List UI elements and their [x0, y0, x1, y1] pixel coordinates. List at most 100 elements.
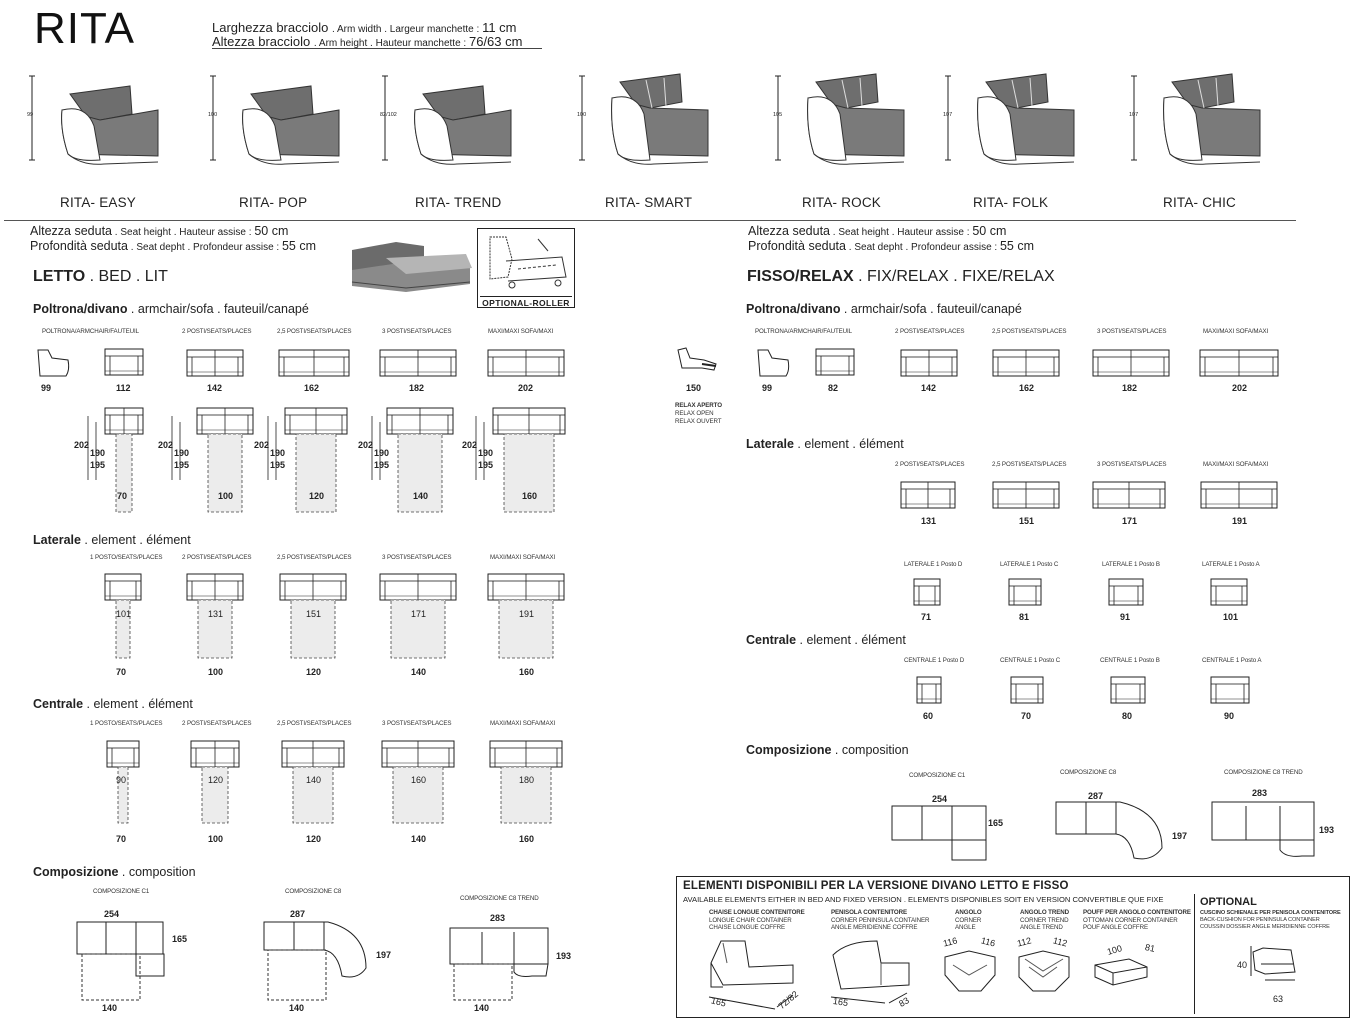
left-bed-3	[386, 407, 454, 513]
right-armchair-width-4: 182	[1122, 383, 1138, 393]
elements-subtitle: AVAILABLE ELEMENTS EITHER IN BED AND FIX…	[683, 895, 1164, 904]
right-armchair-col-1: 2 POSTI/SEATS/PLACES	[895, 328, 965, 335]
right-c8-top: 287	[1088, 791, 1104, 801]
optional-roller-box: OPTIONAL-ROLLER	[477, 228, 575, 308]
sofa-bed-photo	[346, 232, 474, 294]
right-c1-side: 165	[988, 818, 1004, 828]
model-4-height: 105	[773, 112, 783, 118]
left-armchair-col-4: MAXI/MAXI SOFA/MAXI	[488, 328, 554, 335]
left-bed-4	[492, 407, 566, 513]
element-0-line-2: CHAISE LONGUE COFFRE	[709, 924, 786, 931]
left-bed-d0-1: 202	[158, 440, 174, 450]
left-centrale-col-0: 1 POSTO/SEATS/PLACES	[90, 720, 163, 727]
model-0-height: 99	[27, 112, 34, 118]
model-4-drawing	[775, 73, 905, 165]
model-3-name: RITA- SMART	[605, 195, 693, 210]
element-1-name: PENISOLA CONTENITORE	[831, 909, 908, 916]
right-laterale-width-0: 131	[921, 516, 937, 526]
right-laterale-col-0: 2 POSTI/SEATS/PLACES	[895, 461, 965, 468]
model-2-name: RITA- TREND	[415, 195, 502, 210]
left-laterale-title: Laterale . element . élément	[33, 533, 191, 547]
left-bed-d2-3: 195	[374, 460, 390, 470]
left-bed-width-0: 70	[117, 491, 128, 501]
model-4-name: RITA- ROCK	[802, 195, 881, 210]
right-laterale1-col-0: LATERALE 1 Posto D	[904, 561, 963, 568]
right-sofa-maxi	[1199, 349, 1279, 377]
right-laterale1-width-1: 81	[1019, 612, 1030, 622]
left-laterale-width-1: 100	[208, 667, 224, 677]
model-5-name: RITA- FOLK	[973, 195, 1049, 210]
left-bed-d0-3: 202	[358, 440, 374, 450]
left-comp-name-2: COMPOSIZIONE C8 TREND	[460, 895, 539, 902]
left-centrale-col-4: MAXI/MAXI SOFA/MAXI	[490, 720, 556, 727]
right-c1-top: 254	[932, 794, 948, 804]
left-centrale-inner-0: 90	[116, 775, 127, 785]
left-laterale-width-4: 160	[519, 667, 535, 677]
right-centrale-col-0: CENTRALE 1 Posto D	[904, 657, 965, 664]
model-5-height: 107	[943, 112, 953, 118]
right-laterale-title: Laterale . element . élément	[746, 437, 904, 451]
left-armchair-col-1: 2 POSTI/SEATS/PLACES	[182, 328, 252, 335]
right-centrale-1	[1010, 676, 1044, 704]
right-section-title: FISSO/RELAX . FIX/RELAX . FIXE/RELAX	[747, 268, 1055, 285]
right-laterale-width-1: 151	[1019, 516, 1035, 526]
left-comp-rest: . composition	[118, 865, 196, 879]
right-comp-name-0: COMPOSIZIONE C1	[909, 772, 966, 779]
right-armchair-col-4: MAXI/MAXI SOFA/MAXI	[1203, 328, 1269, 335]
right-laterale-bold: Laterale	[746, 437, 794, 451]
model-3-drawing	[579, 73, 709, 165]
left-comp-bold: Composizione	[33, 865, 119, 879]
element-3-line-2: ANGLE TREND	[1020, 924, 1063, 931]
relax-note-0: RELAX APERTO	[675, 402, 722, 409]
model-1-name: RITA- POP	[239, 195, 308, 210]
left-bed-width-4: 160	[522, 491, 538, 501]
left-centrale-width-4: 160	[519, 834, 535, 844]
left-laterale-inner-2: 151	[306, 609, 322, 619]
left-bed-dim-lines-0	[87, 416, 97, 480]
optional-roller-label: OPTIONAL-ROLLER	[480, 296, 572, 308]
element-3-line-1: CORNER TREND	[1020, 917, 1069, 924]
element-2-name: ANGOLO	[955, 909, 982, 916]
left-laterale-col-3: 3 POSTI/SEATS/PLACES	[382, 554, 452, 561]
left-centrale-inner-1: 120	[208, 775, 224, 785]
left-centrale-col-2: 2,5 POSTI/SEATS/PLACES	[277, 720, 352, 727]
right-centrale-title: Centrale . element . élément	[746, 633, 906, 647]
right-armchair-col-2: 2,5 POSTI/SEATS/PLACES	[992, 328, 1067, 335]
right-laterale1-width-2: 91	[1120, 612, 1131, 622]
left-bed-dim-lines-1	[171, 416, 181, 480]
right-comp-name-1: COMPOSIZIONE C8	[1060, 769, 1117, 776]
model-1-height: 100	[208, 112, 218, 118]
left-comp-c1-drawing	[76, 921, 165, 1001]
model-6-height: 107	[1129, 112, 1139, 118]
right-comp-c8t-drawing	[1211, 801, 1315, 857]
left-c8-bottom: 140	[289, 1003, 305, 1013]
right-armchair-width-2: 142	[921, 383, 937, 393]
optional-title: OPTIONAL	[1200, 896, 1257, 908]
left-centrale-width-1: 100	[208, 834, 224, 844]
left-laterale-3	[379, 573, 457, 659]
left-centrale-0	[106, 740, 140, 824]
right-c8-side: 197	[1172, 831, 1188, 841]
right-centrale-width-0: 60	[923, 711, 934, 721]
right-laterale-width-2: 171	[1122, 516, 1138, 526]
right-sofa-3	[1092, 349, 1170, 377]
right-laterale1-2	[1108, 578, 1144, 606]
right-armchair-width-5: 202	[1232, 383, 1248, 393]
right-centrale-col-1: CENTRALE 1 Posto C	[1000, 657, 1061, 664]
element-1-line-2: ANGLE MERIDIENNE COFFRE	[831, 924, 918, 931]
left-bed-width-1: 100	[218, 491, 234, 501]
optional-line-1: BACK-CUSHION FOR PENINSULA CONTAINER	[1200, 917, 1320, 923]
left-centrale-width-3: 140	[411, 834, 427, 844]
left-comp-c8t-drawing	[449, 927, 549, 1001]
left-armchair-title: Poltrona/divano . armchair/sofa . fauteu…	[33, 302, 309, 316]
left-centrale-1	[190, 740, 240, 824]
elements-title: ELEMENTI DISPONIBILI PER LA VERSIONE DIV…	[683, 880, 1069, 892]
element-2-line-1: CORNER	[955, 917, 982, 924]
chaise-longue-drawing	[708, 940, 794, 1010]
model-3-height: 100	[577, 112, 587, 118]
optional-line-2: COUSSIN DOSSIER ANGLE MERIDIENNE COFFRE	[1200, 924, 1330, 930]
left-laterale-col-4: MAXI/MAXI SOFA/MAXI	[490, 554, 556, 561]
left-bed-d0-2: 202	[254, 440, 270, 450]
right-laterale-3	[1200, 481, 1278, 509]
left-bed-width-3: 140	[413, 491, 429, 501]
